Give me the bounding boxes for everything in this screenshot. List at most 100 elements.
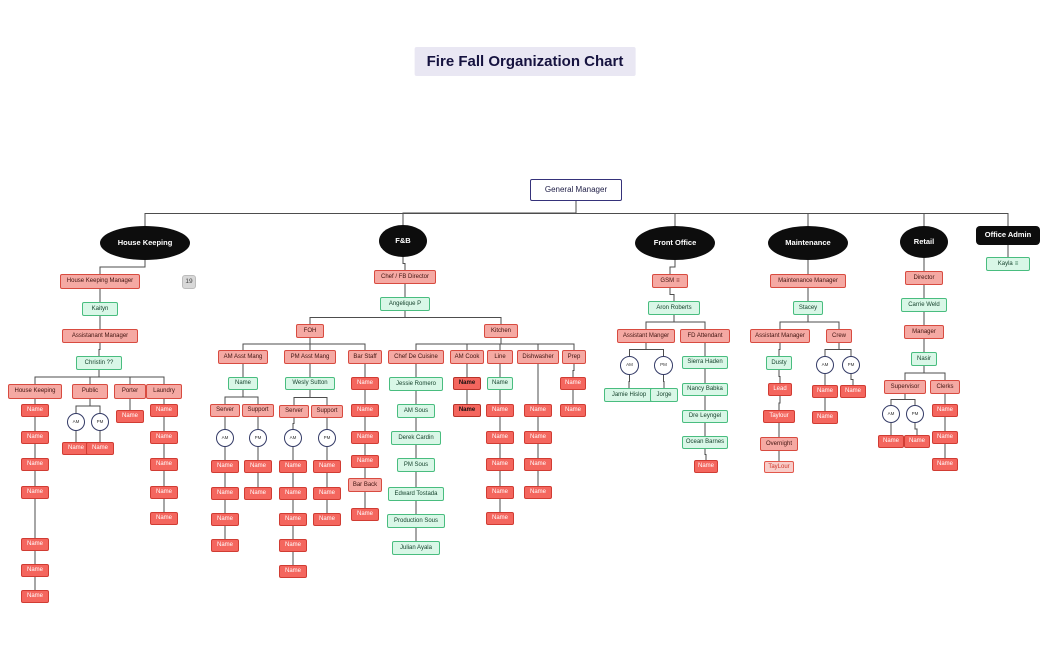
org-node-la-n4[interactable]: Name xyxy=(150,486,178,499)
org-node-pub-circle-am[interactable]: AM xyxy=(67,413,85,431)
org-node-spm-n2[interactable]: Name xyxy=(279,487,307,500)
org-node-julian[interactable]: Julian Ayala xyxy=(392,541,440,555)
org-node-ret-n1[interactable]: Name xyxy=(878,435,904,448)
org-node-taylour-2[interactable]: TayLour xyxy=(764,461,794,473)
org-node-nancy[interactable]: Nancy Babka xyxy=(682,383,728,396)
org-node-ret-circle-am[interactable]: AM xyxy=(882,405,900,423)
org-node-prep-n1[interactable]: Name xyxy=(560,377,586,390)
org-node-bs-n3[interactable]: Name xyxy=(351,431,379,444)
org-node-angelique[interactable]: Angelique P xyxy=(380,297,430,311)
org-node-dusty[interactable]: Dusty xyxy=(766,356,792,370)
org-node-badge-19[interactable]: 19 xyxy=(182,275,196,289)
org-node-ln-n4[interactable]: Name xyxy=(486,486,514,499)
org-node-pm-asst-mang[interactable]: PM Asst Mang xyxy=(284,350,336,364)
org-node-hk-sub-laundry[interactable]: Laundry xyxy=(146,384,182,399)
org-node-dept-maint[interactable]: Maintenance xyxy=(768,226,848,260)
org-node-prep-n2[interactable]: Name xyxy=(560,404,586,417)
org-node-spm-n4[interactable]: Name xyxy=(279,539,307,552)
org-node-taylour[interactable]: Taylour xyxy=(763,410,795,423)
org-node-fo-circle-pm[interactable]: PM xyxy=(654,356,673,375)
org-node-spm-n1[interactable]: Name xyxy=(279,460,307,473)
org-node-sup-pm-circle[interactable]: PM xyxy=(318,429,336,447)
org-node-suppm-n1[interactable]: Name xyxy=(313,460,341,473)
org-node-fo-name[interactable]: Name xyxy=(694,460,718,473)
org-node-la-n1[interactable]: Name xyxy=(150,404,178,417)
org-node-am-asst-name[interactable]: Name xyxy=(228,377,258,390)
org-node-support-pm[interactable]: Support xyxy=(311,405,343,418)
org-node-ln-n5[interactable]: Name xyxy=(486,512,514,525)
org-node-hk-sub-public[interactable]: Public xyxy=(72,384,108,399)
org-node-la-n3[interactable]: Name xyxy=(150,458,178,471)
org-node-suppm-n2[interactable]: Name xyxy=(313,487,341,500)
org-node-line-name-green[interactable]: Name xyxy=(487,377,513,390)
org-node-carrie[interactable]: Carrie Weld xyxy=(901,298,947,312)
org-node-spm-n5[interactable]: Name xyxy=(279,565,307,578)
org-node-hk-n3[interactable]: Name xyxy=(21,458,49,471)
org-node-gsm[interactable]: GSM≡ xyxy=(652,274,688,288)
org-node-hk-n7[interactable]: Name xyxy=(21,590,49,603)
org-node-ln-n2[interactable]: Name xyxy=(486,431,514,444)
org-node-ret-n2[interactable]: Name xyxy=(904,435,930,448)
org-node-sam-n4[interactable]: Name xyxy=(211,539,239,552)
org-node-pub-n2[interactable]: Name xyxy=(86,442,114,455)
org-node-ln-n1[interactable]: Name xyxy=(486,404,514,417)
org-node-line-box[interactable]: Line xyxy=(487,350,513,364)
org-node-hk-n2[interactable]: Name xyxy=(21,431,49,444)
org-node-dept-retail[interactable]: Retail xyxy=(900,226,948,258)
org-node-wesly[interactable]: Wesly Sutton xyxy=(285,377,335,390)
org-node-cl-n2[interactable]: Name xyxy=(932,431,958,444)
org-node-am-sous[interactable]: AM Sous xyxy=(397,404,435,418)
org-node-hk-manager[interactable]: House Keeping Manager xyxy=(60,274,140,289)
org-node-director[interactable]: Director xyxy=(905,271,943,285)
org-node-prep[interactable]: Prep xyxy=(562,350,586,364)
org-node-pm-sous[interactable]: PM Sous xyxy=(397,458,435,472)
org-node-retail-manager[interactable]: Manager xyxy=(904,325,944,339)
org-node-la-n2[interactable]: Name xyxy=(150,431,178,444)
org-node-ln-n3[interactable]: Name xyxy=(486,458,514,471)
org-node-jamie[interactable]: Jamie Hislop xyxy=(604,388,654,402)
org-node-production-sous[interactable]: Production Sous xyxy=(387,514,445,528)
org-node-sam-n1[interactable]: Name xyxy=(211,460,239,473)
org-node-am-cook[interactable]: AM Cook xyxy=(450,350,484,364)
org-node-supervisor[interactable]: Supervisor xyxy=(884,380,926,394)
org-node-hk-n5[interactable]: Name xyxy=(21,538,49,551)
org-node-srv-pm-circle[interactable]: AM xyxy=(284,429,302,447)
org-node-dept-oa[interactable]: Office Admin xyxy=(976,226,1040,245)
org-node-hk-n6[interactable]: Name xyxy=(21,564,49,577)
org-node-hk-sub-housekeeping[interactable]: House Keeping xyxy=(8,384,62,399)
org-node-sam-n3[interactable]: Name xyxy=(211,513,239,526)
org-node-dept-fb[interactable]: F&B xyxy=(379,225,427,257)
org-node-la-n5[interactable]: Name xyxy=(150,512,178,525)
org-node-dishwasher[interactable]: Dishwasher xyxy=(517,350,559,364)
org-node-ac-n1[interactable]: Name xyxy=(453,377,481,390)
org-node-edward[interactable]: Edward Tostada xyxy=(388,487,444,501)
org-node-am-asst-mang[interactable]: AM Asst Mang xyxy=(218,350,268,364)
org-node-crew[interactable]: Crew xyxy=(826,329,852,343)
org-node-pub-circle-pm[interactable]: PM xyxy=(91,413,109,431)
org-node-kayla[interactable]: Kayla≡ xyxy=(986,257,1030,271)
org-node-fd-attendant[interactable]: FD Attendant xyxy=(680,329,730,343)
org-node-crew-n3[interactable]: Name xyxy=(840,385,866,398)
org-node-bar-staff[interactable]: Bar Staff xyxy=(348,350,382,364)
org-node-ac-n2[interactable]: Name xyxy=(453,404,481,417)
org-node-lead[interactable]: Lead xyxy=(768,383,792,396)
org-node-bb-n1[interactable]: Name xyxy=(351,508,379,521)
org-node-clerks[interactable]: Clerks xyxy=(930,380,960,394)
org-node-jessie[interactable]: Jessie Romero xyxy=(389,377,443,391)
org-node-foh[interactable]: FOH xyxy=(296,324,324,338)
org-node-server-am[interactable]: Server xyxy=(210,404,240,417)
org-node-dw-n1[interactable]: Name xyxy=(524,404,552,417)
org-node-supam-n1[interactable]: Name xyxy=(244,460,272,473)
org-node-supam-n2[interactable]: Name xyxy=(244,487,272,500)
org-node-bs-n2[interactable]: Name xyxy=(351,404,379,417)
org-node-m-asst-manager[interactable]: Assistant Manager xyxy=(750,329,810,343)
org-node-support-am[interactable]: Support xyxy=(242,404,274,417)
org-node-kaityn[interactable]: Kaityn xyxy=(82,302,118,316)
org-node-aron[interactable]: Aron Roberts xyxy=(648,301,700,315)
org-node-porter-n1[interactable]: Name xyxy=(116,410,144,423)
org-node-christin[interactable]: Christin ?? xyxy=(76,356,122,370)
org-node-kitchen[interactable]: Kitchen xyxy=(484,324,518,338)
org-node-crew-n1[interactable]: Name xyxy=(812,385,838,398)
org-node-dw-n4[interactable]: Name xyxy=(524,486,552,499)
org-node-bar-back[interactable]: Bar Back xyxy=(348,478,382,492)
